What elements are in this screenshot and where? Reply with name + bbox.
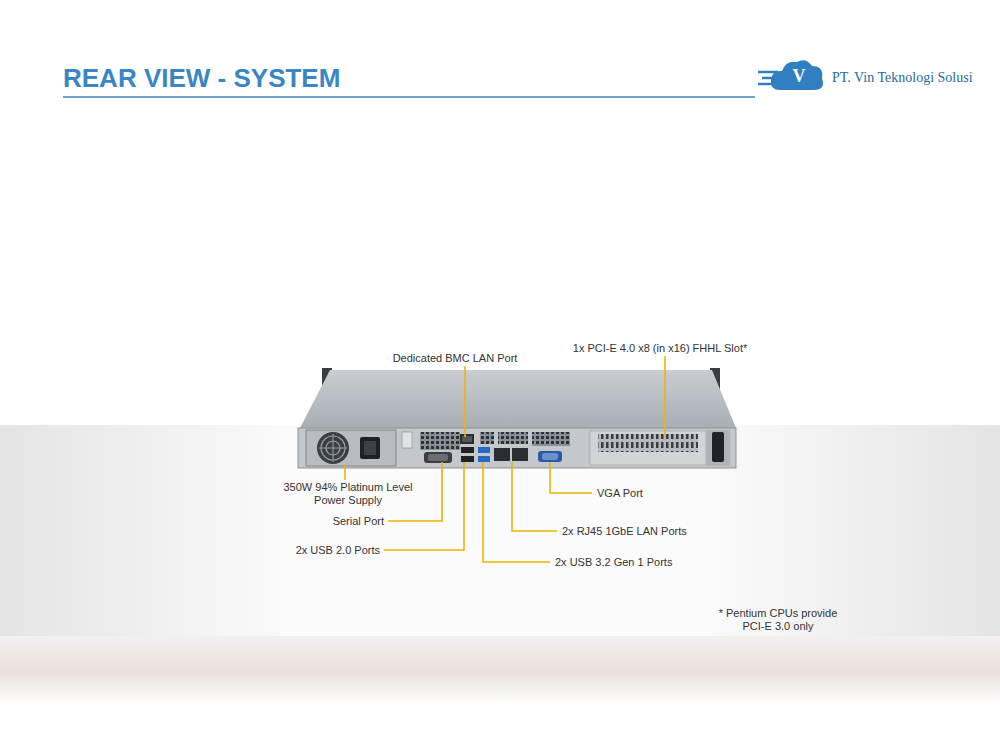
footnote: * Pentium CPUs provide PCI-E 3.0 only xyxy=(712,607,844,633)
company-name: PT. Vin Teknologi Solusi xyxy=(832,70,1000,86)
callout-label: 2x USB 3.2 Gen 1 Ports xyxy=(555,556,735,569)
slide-title: REAR VIEW - SYSTEM xyxy=(63,62,340,94)
callout-label: 2x RJ45 1GbE LAN Ports xyxy=(562,525,742,538)
callout-label: VGA Port xyxy=(597,487,697,500)
logo-letter: V xyxy=(786,66,812,86)
callout-label: 2x USB 2.0 Ports xyxy=(230,544,380,557)
callout-label: Serial Port xyxy=(260,515,384,528)
callout-label: 350W 94% Platinum Level Power Supply xyxy=(278,481,418,507)
callout-label: 1x PCI-E 4.0 x8 (in x16) FHHL Slot* xyxy=(560,342,760,355)
callout-label: Dedicated BMC LAN Port xyxy=(375,352,535,365)
